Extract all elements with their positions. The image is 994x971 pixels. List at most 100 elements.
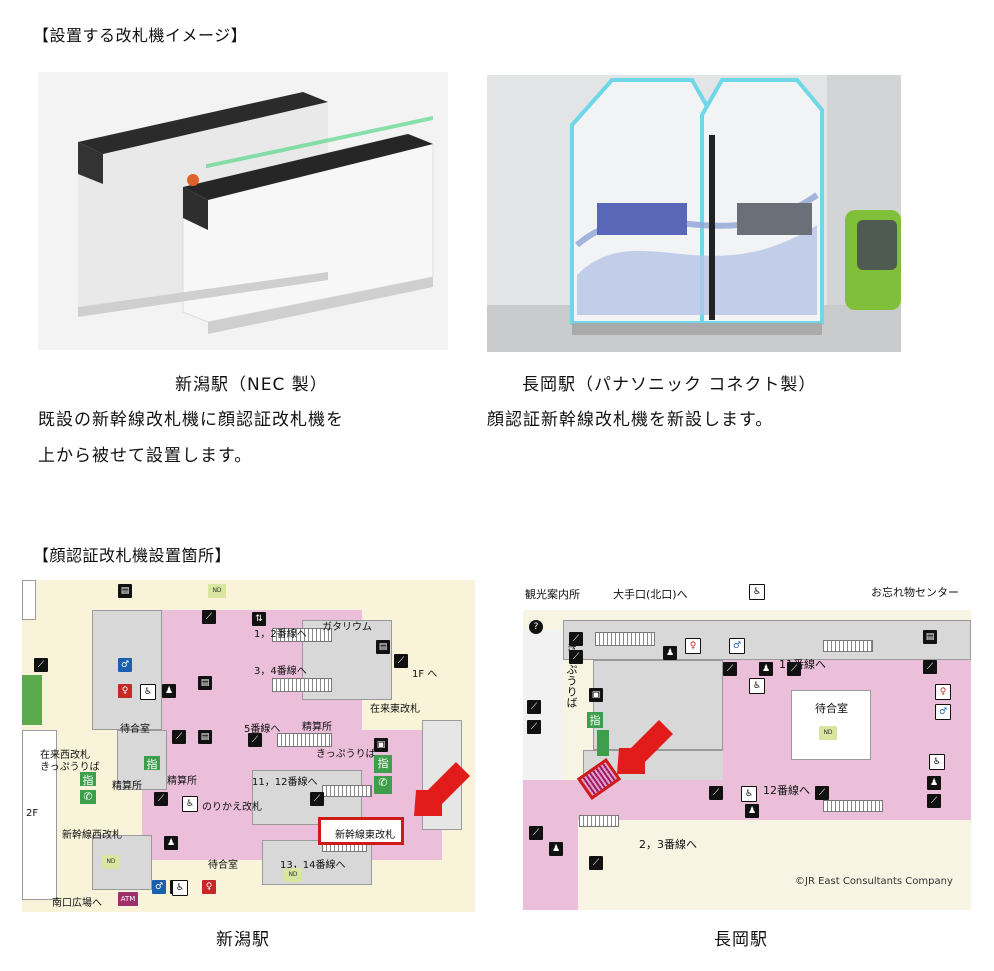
baby-icon: ♟	[164, 836, 178, 850]
baby-icon: ♟	[549, 842, 563, 856]
transfer-gate-label: のりかえ改札	[202, 802, 262, 813]
stairs	[823, 800, 883, 812]
shinkansen-east-gate-label: 新幹線東改札	[335, 830, 395, 841]
restroom-female-icon: ♀	[935, 684, 951, 700]
floor-2f-label: 2F	[26, 808, 39, 819]
coin-locker-icon: ▤	[198, 676, 212, 690]
concourse	[578, 780, 971, 820]
escalator-icon: ⟋	[815, 786, 829, 800]
baby-icon: ♟	[745, 804, 759, 818]
newdays-icon: ND	[102, 855, 120, 869]
to-1f-label: 1F へ	[412, 669, 438, 680]
tourist-info-label: 観光案内所	[525, 588, 580, 601]
room-block	[117, 730, 167, 790]
accessible-icon: ♿	[749, 678, 765, 694]
coin-locker-icon: ▤	[923, 630, 937, 644]
escalator-icon: ⟋	[529, 826, 543, 840]
reserved-seat-sign: 指	[587, 712, 603, 728]
escalator-icon: ⟋	[569, 632, 583, 646]
escalator-icon: ⟋	[723, 662, 737, 676]
nagaoka-desc-line1: 顔認証新幹線改札機を新設します。	[487, 410, 774, 430]
escalator-icon: ⟋	[589, 856, 603, 870]
red-pointer-arrow	[414, 762, 470, 816]
accessible-icon: ♿	[140, 684, 156, 700]
nagaoka-station-map: 観光案内所 大手口(北口)へ お忘れ物センター ♿ 待合室 ND 11番線へ 1…	[523, 580, 971, 912]
newdays-icon: ND	[284, 868, 302, 882]
map-wall	[22, 580, 36, 620]
waiting-room	[791, 690, 871, 760]
platform-2-3-label: 2，3番線へ	[639, 838, 697, 851]
reserved-seat-sign: 指	[144, 756, 160, 771]
restroom-female-icon: ♀	[202, 880, 216, 894]
niigata-gate-illustration	[38, 72, 448, 350]
map-wall	[22, 730, 57, 900]
restroom-female-icon: ♀	[118, 684, 132, 698]
niigata-gate-photo	[38, 72, 448, 350]
escalator-icon: ⟋	[527, 700, 541, 714]
stairs	[322, 785, 372, 797]
restroom-male-icon: ♂	[152, 880, 166, 894]
zairai-east-gate-label: 在来東改札	[370, 704, 420, 715]
escalator-icon: ⟋	[248, 733, 262, 747]
platform-11-12-label: 11，12番線へ	[252, 777, 318, 788]
escalator-icon: ⟋	[927, 794, 941, 808]
lost-property-label: お忘れ物センター	[871, 586, 959, 599]
room-block	[252, 770, 362, 825]
escalator-icon: ⟋	[154, 792, 168, 806]
coin-locker-icon: ▤	[198, 730, 212, 744]
platform-1-2-label: 1，2番線へ	[254, 629, 307, 640]
nagaoka-map-caption: 長岡駅	[714, 930, 768, 950]
escalator-icon: ⟋	[923, 660, 937, 674]
fare-adjust-label-3: 精算所	[167, 776, 197, 787]
baby-icon: ♟	[162, 684, 176, 698]
platform-3-4-label: 3，4番線へ	[254, 666, 307, 677]
waiting-room-label: 待合室	[120, 724, 150, 735]
restroom-female-icon: ♀	[685, 638, 701, 654]
room-block	[92, 835, 152, 890]
zairai-west-gate-label: 在来西改札	[40, 750, 90, 761]
gatarium-label: ガタリウム	[322, 622, 372, 633]
accessible-icon: ♿	[172, 880, 188, 896]
stairs	[277, 733, 332, 747]
restroom-male-icon: ♂	[935, 704, 951, 720]
coin-locker-icon: ▤	[118, 584, 132, 598]
shinkansen-west-gate-label: 新幹線西改札	[62, 830, 122, 841]
baby-icon: ♟	[663, 646, 677, 660]
coin-locker-icon: ▤	[376, 640, 390, 654]
escalator-icon: ⟋	[787, 662, 801, 676]
accessible-icon: ♿	[741, 786, 757, 802]
otedeguchi-label: 大手口(北口)へ	[613, 588, 688, 601]
niigata-map-caption: 新潟駅	[216, 930, 270, 950]
niigata-desc-line1: 既設の新幹線改札機に顔認証改札機を	[38, 410, 344, 430]
locations-heading: 【顔認証改札機設置箇所】	[33, 546, 232, 565]
escalator-icon: ⟋	[709, 786, 723, 800]
escalator-icon: ⟋	[310, 792, 324, 806]
reserved-seat-sign-3: 指	[374, 755, 392, 773]
copyright-label: ©JR East Consultants Company	[795, 876, 953, 887]
escalator-icon: ⟋	[202, 610, 216, 624]
baby-icon: ♟	[927, 776, 941, 790]
accessible-icon: ♿	[929, 754, 945, 770]
nagaoka-gate-photo	[487, 75, 901, 352]
accessible-icon: ♿	[749, 584, 765, 600]
newdays-icon: ND	[819, 726, 837, 740]
newdays-icon: ND	[208, 584, 226, 598]
fare-adjust-label: 精算所	[302, 722, 332, 733]
stairs	[595, 632, 655, 646]
platform-13-14-label: 13，14番線へ	[280, 860, 346, 871]
niigata-desc-line2: 上から被せて設置します。	[38, 446, 253, 466]
green-sign	[597, 730, 609, 756]
restroom-male-icon: ♂	[118, 658, 132, 672]
stairs	[823, 640, 873, 652]
escalator-icon: ⟋	[569, 650, 583, 664]
shinkansen-east-gate-highlight: 新幹線東改札	[318, 817, 404, 845]
nagaoka-gate-illustration	[487, 75, 901, 352]
atm-icon: ATM	[118, 892, 138, 906]
stairs	[579, 815, 619, 827]
ticket-counter-label: きっぷうりば	[316, 749, 376, 760]
elevator-icon: ⇅	[252, 612, 266, 626]
ticket-machine-icon: ▣	[589, 688, 603, 702]
phone-sign: ✆	[374, 776, 392, 794]
niigata-photo-caption: 新潟駅（NEC 製）	[175, 375, 328, 395]
restroom-male-icon: ♂	[729, 638, 745, 654]
